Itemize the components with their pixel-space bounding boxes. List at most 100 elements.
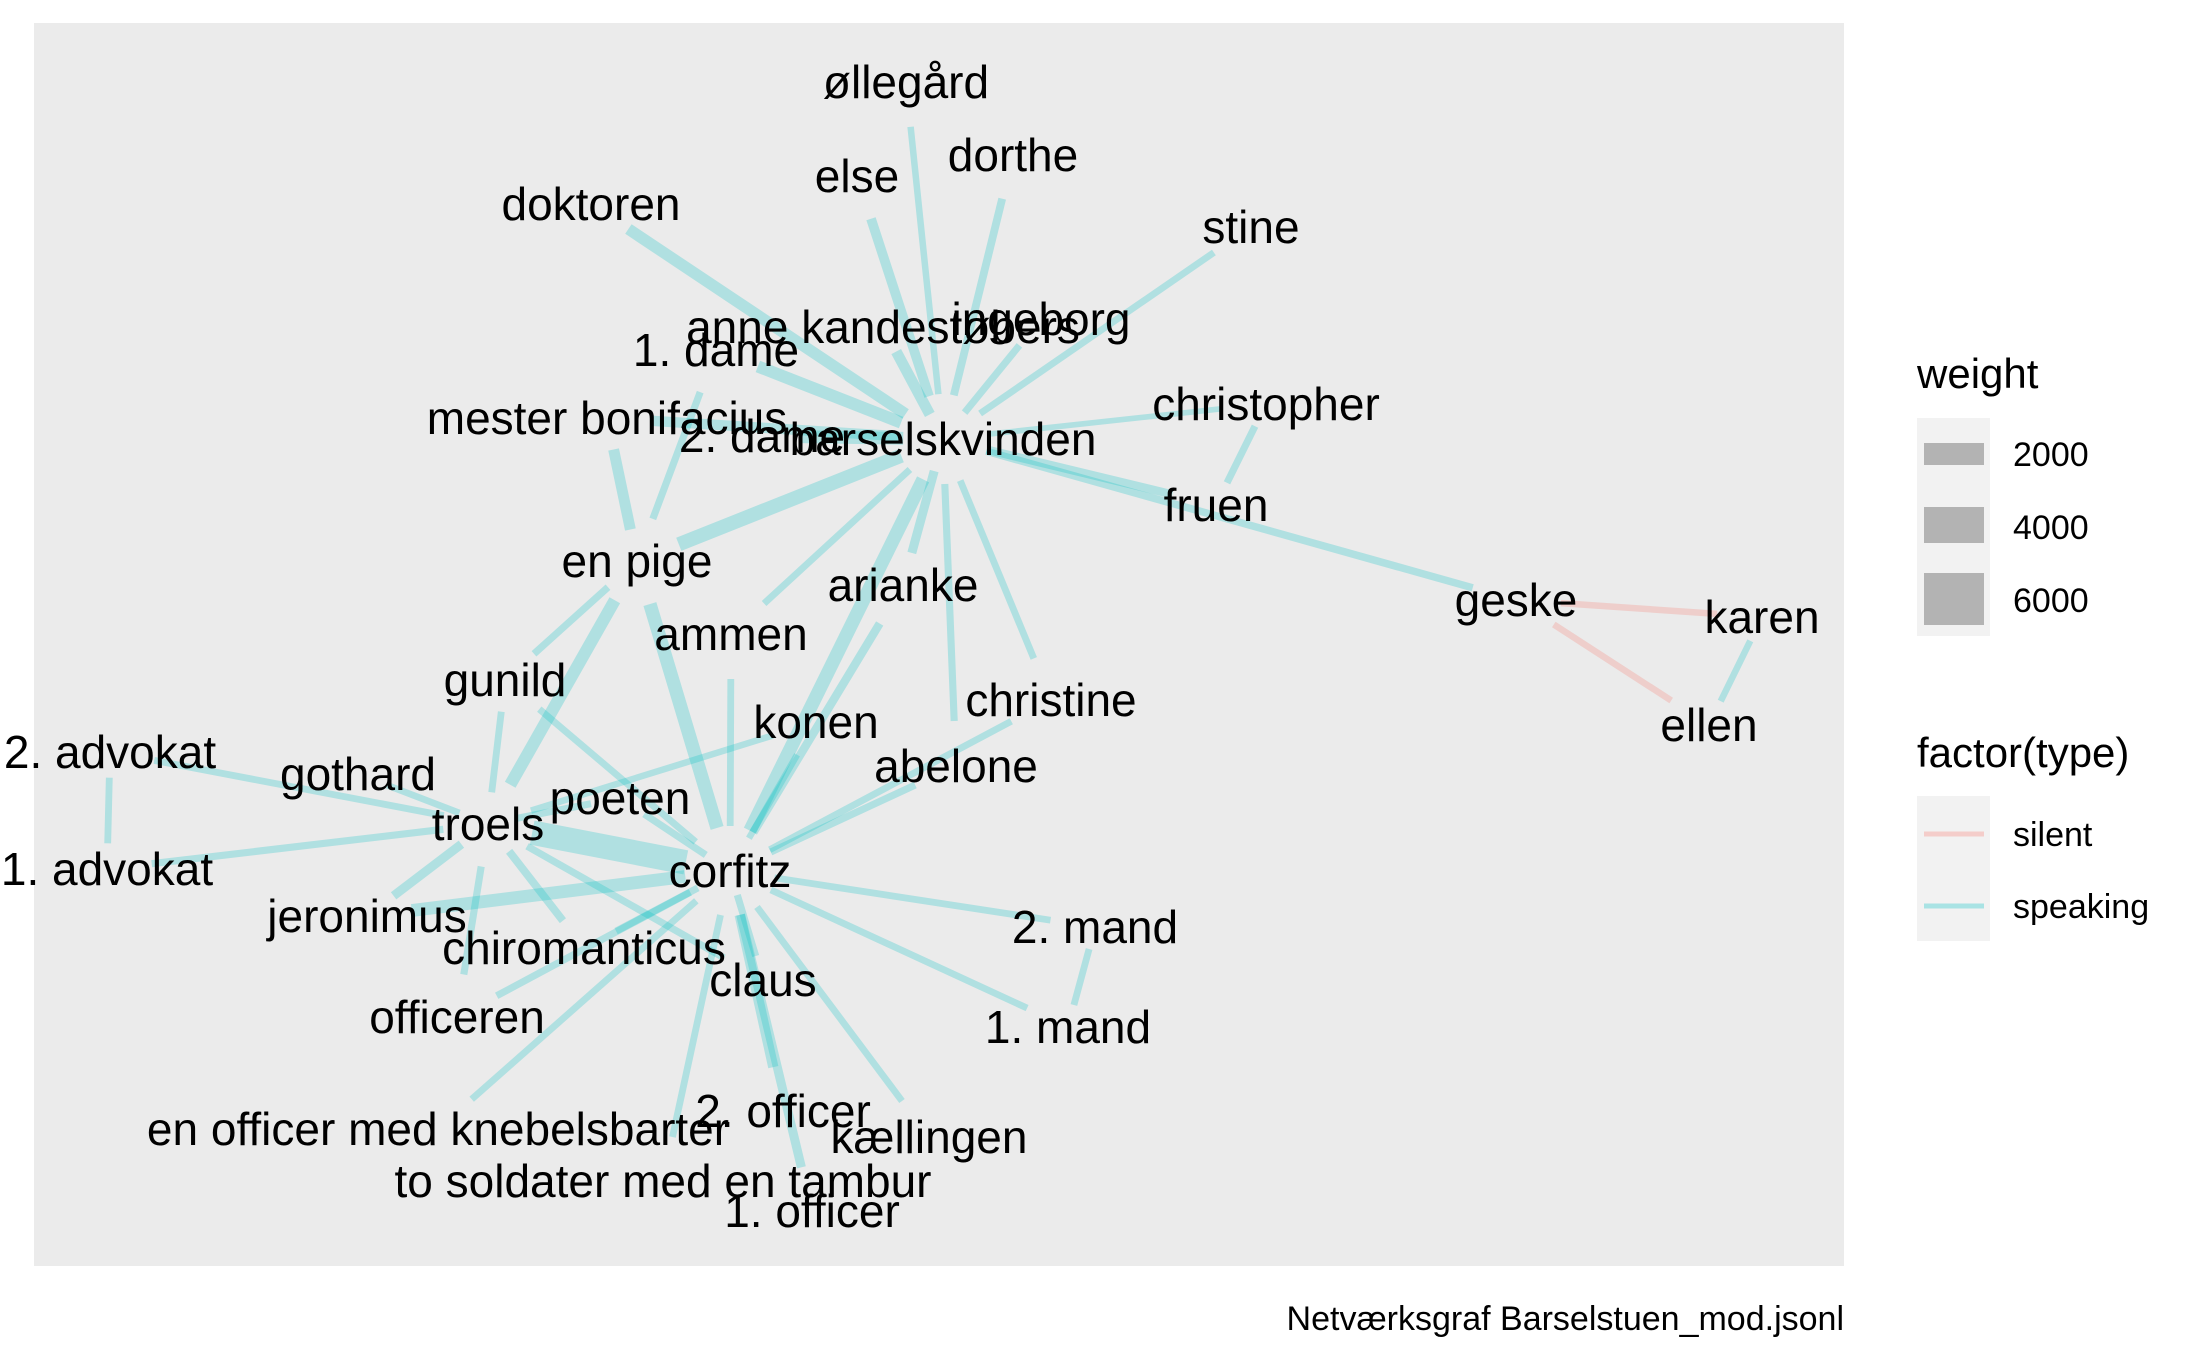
node-label-øllegård: øllegård [823, 56, 989, 108]
node-label-to-soldater-med-en-tambur: to soldater med en tambur [395, 1155, 932, 1207]
edge-barselskvinden-fruen [985, 445, 1174, 499]
node-label-1-advokat: 1. advokat [1, 843, 213, 895]
panel-background [34, 23, 1844, 1266]
edge-barselskvinden-dorthe [950, 197, 1006, 397]
edge-christopher-fruen [1223, 424, 1259, 485]
node-label-1-officer: 1. officer [724, 1185, 900, 1237]
node-label-barselskvinden: barselskvinden [790, 413, 1097, 465]
node-label-abelone: abelone [874, 740, 1038, 792]
edge-konen-troels [530, 732, 774, 814]
edge-chiromanticus-corfitz [614, 884, 700, 935]
edge-barselskvinden-doktoren [625, 224, 909, 419]
edge-troels-corfitz [529, 820, 689, 875]
edge-barselskvinden-ammen [761, 466, 913, 607]
edge-barselskvinden-stine [978, 249, 1216, 417]
legend-weight: weight 2000 4000 6000 [1916, 350, 2089, 636]
node-label-gunild: gunild [444, 654, 567, 706]
node-label-en-officer-med-knebelsbarter: en officer med knebelsbarter [147, 1103, 729, 1155]
node-label-fruen: fruen [1164, 479, 1269, 531]
edge-barselskvinden-en-pige [676, 449, 904, 551]
edge-en-pige-gunild [531, 584, 611, 657]
node-label-poeten: poeten [550, 772, 691, 824]
legend-weight-title: weight [1916, 350, 2039, 397]
node-label-corfitz: corfitz [669, 845, 792, 897]
edge-karen-ellen [1717, 639, 1754, 703]
legend-weight-key-4000 [1924, 507, 1984, 543]
edge-corfitz-2-mand [773, 874, 1052, 924]
node-label-karen: karen [1704, 591, 1819, 643]
edge-corfitz-1-officer [736, 913, 806, 1169]
legend-type-label-speaking: speaking [2013, 888, 2149, 926]
legend-type-keys-background [1917, 796, 1990, 941]
edge-ammen-corfitz [726, 678, 735, 827]
edges-layer [104, 126, 1754, 1169]
caption: Netværksgraf Barselstuen_mod.jsonl [1287, 1300, 1844, 1338]
edge-jeronimus-troels [390, 840, 465, 900]
node-label-christine: christine [965, 674, 1136, 726]
edge-barselskvinden-1-dame [755, 360, 904, 429]
node-label-geske: geske [1455, 574, 1578, 626]
edge-barselskvinden-2-dame [801, 430, 904, 445]
edge-gothard-troels [385, 781, 461, 817]
edge-corfitz-to-soldater-med-en-tambur [669, 914, 724, 1138]
edge-claus-corfitz [733, 893, 760, 958]
node-label-anne-kandestøbers: anne kandestøbers [686, 301, 1080, 353]
edge-barselskvinden-abelone [941, 483, 958, 722]
legend-type-label-silent: silent [2013, 816, 2093, 854]
edge-claus-troels [525, 843, 726, 961]
legend-weight-label-2000: 2000 [2013, 436, 2089, 474]
edge-christine-corfitz [768, 718, 1013, 853]
edge-poeten-corfitz [642, 811, 708, 858]
legend-type: factor(type) silent speaking [1917, 729, 2149, 941]
node-label-christopher: christopher [1152, 378, 1380, 430]
node-label-mester-bonifacius: mester bonifacius [427, 392, 788, 444]
node-label-ellen: ellen [1660, 699, 1757, 751]
edge-2-mand-1-mand [1070, 948, 1093, 1006]
node-label-troels: troels [432, 798, 544, 850]
edge-barselskvinden-anne-kandestøbers [891, 349, 935, 417]
edge-officeren-corfitz [495, 889, 692, 999]
edge-barselskvinden-arianke [907, 469, 939, 555]
edge-geske-karen [1560, 599, 1718, 618]
edge-konen-corfitz [746, 753, 800, 840]
edge-barselskvinden-christopher [987, 406, 1222, 437]
edge-barselskvinden-øllegård [907, 126, 942, 395]
node-label-kællingen: kællingen [831, 1111, 1028, 1163]
edge-corfitz-2-officer [734, 913, 779, 1069]
node-label-claus: claus [709, 954, 816, 1006]
edge-en-officer-med-knebelsbarter-corfitz [469, 898, 699, 1102]
node-label-ammen: ammen [654, 608, 807, 660]
edge-en-pige-1-dame [649, 390, 704, 521]
legend-weight-key-2000 [1924, 443, 1984, 465]
edge-barselskvinden-mester-bonifacius [651, 415, 899, 442]
edge-abelone-corfitz [769, 781, 917, 856]
edge-2-advokat-troels [153, 757, 445, 819]
node-label-en-pige: en pige [562, 535, 713, 587]
node-label-2-mand: 2. mand [1012, 901, 1178, 953]
node-label-1-dame: 1. dame [633, 324, 799, 376]
edge-en-pige-mester-bonifacius [608, 448, 636, 531]
node-label-2-advokat: 2. advokat [4, 726, 216, 778]
edge-officeren-troels [460, 865, 485, 976]
edge-barselskvinden-geske [985, 447, 1474, 592]
node-label-jeronimus: jeronimus [265, 890, 466, 942]
edge-1-advokat-troels [151, 825, 444, 868]
edge-arianke-corfitz [749, 621, 884, 835]
node-label-officeren: officeren [369, 991, 545, 1043]
node-label-chiromanticus: chiromanticus [442, 922, 726, 974]
edge-corfitz-kællingen [754, 904, 905, 1104]
edge-barselskvinden-christine [957, 479, 1037, 660]
edge-corfitz-1-mand [769, 886, 1029, 1012]
legend-weight-key-6000 [1924, 573, 1984, 625]
edge-barselskvinden-corfitz [743, 476, 930, 834]
edge-jeronimus-corfitz [410, 870, 687, 917]
legend-type-title: factor(type) [1917, 729, 2129, 776]
node-label-gothard: gothard [280, 748, 436, 800]
node-label-1-mand: 1. mand [985, 1001, 1151, 1053]
edge-poeten-troels [516, 800, 592, 822]
node-label-konen: konen [753, 696, 878, 748]
edge-geske-ellen [1552, 621, 1673, 704]
node-label-arianke: arianke [828, 559, 979, 611]
